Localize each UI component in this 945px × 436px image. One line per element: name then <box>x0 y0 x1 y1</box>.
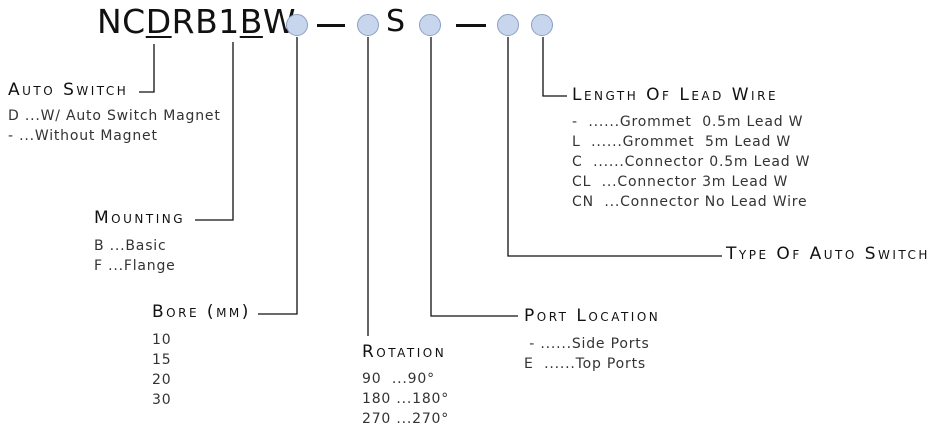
rotation-options: 90 ...90° 180 ...180° 270 ...270° <box>362 369 449 429</box>
bore-option: 20 <box>152 372 172 388</box>
mounting-leader <box>195 42 234 221</box>
lead-wire-options: - ......Grommet 0.5m Lead W L ......Grom… <box>572 112 810 212</box>
auto-switch-leader <box>139 44 155 93</box>
mounting-option: B ...Basic <box>94 238 167 254</box>
auto-switch-option: - ...Without Magnet <box>8 128 158 144</box>
model-code: NCDRB1BW <box>97 2 296 41</box>
rotation-option: 270 ...270° <box>362 411 450 427</box>
switch-type-leader <box>507 37 722 257</box>
mounting-options: B ...Basic F ...Flange <box>94 236 176 276</box>
lead-wire-option: L ......Grommet 5m Lead W <box>572 134 792 150</box>
auto-switch-options: D ...W/ Auto Switch Magnet - ...Without … <box>8 106 221 146</box>
switch-type-title: Type Of Auto Switch <box>726 244 930 264</box>
bore-option: 30 <box>152 392 172 408</box>
bore-title: Bore (mm) <box>152 302 251 322</box>
port-location-option: - ......Side Ports <box>524 336 650 352</box>
rotation-title: Rotation <box>362 342 447 362</box>
rotation-option: 180 ...180° <box>362 391 450 407</box>
auto-switch-option: D ...W/ Auto Switch Magnet <box>8 108 221 124</box>
mounting-title: Mounting <box>94 208 186 228</box>
switch-type-placeholder-circle <box>497 14 519 36</box>
model-mounting-code: B <box>239 2 263 41</box>
model-prefix: NC <box>97 2 146 41</box>
mounting-option: F ...Flange <box>94 258 176 274</box>
bore-placeholder-circle <box>286 14 308 36</box>
lead-wire-option: CL ...Connector 3m Lead W <box>572 174 789 190</box>
lead-wire-title: Length Of Lead Wire <box>572 85 779 105</box>
lead-wire-option: CN ...Connector No Lead Wire <box>572 194 808 210</box>
auto-switch-title: Auto Switch <box>8 80 129 100</box>
port-location-options: - ......Side Ports E ......Top Ports <box>524 334 650 374</box>
separator-dash-2 <box>456 24 486 27</box>
separator-dash-1 <box>317 24 345 27</box>
lead-wire-placeholder-circle <box>531 14 553 36</box>
bore-leader <box>258 37 298 315</box>
bore-option: 15 <box>152 352 172 368</box>
bore-options: 10 15 20 30 <box>152 330 171 410</box>
lead-wire-option: C ......Connector 0.5m Lead W <box>572 154 811 170</box>
model-auto-switch-code: D <box>145 2 172 41</box>
port-placeholder-circle <box>419 14 441 36</box>
rotation-placeholder-circle <box>357 14 379 36</box>
model-s-suffix: S <box>386 4 406 39</box>
port-location-title: Port Location <box>524 306 661 326</box>
port-location-leader <box>430 37 518 317</box>
rotation-option: 90 ...90° <box>362 371 435 387</box>
model-body: RB1 <box>171 2 240 41</box>
bore-option: 10 <box>152 332 172 348</box>
port-location-option: E ......Top Ports <box>524 356 646 372</box>
lead-wire-leader <box>542 37 567 97</box>
lead-wire-option: - ......Grommet 0.5m Lead W <box>572 114 804 130</box>
